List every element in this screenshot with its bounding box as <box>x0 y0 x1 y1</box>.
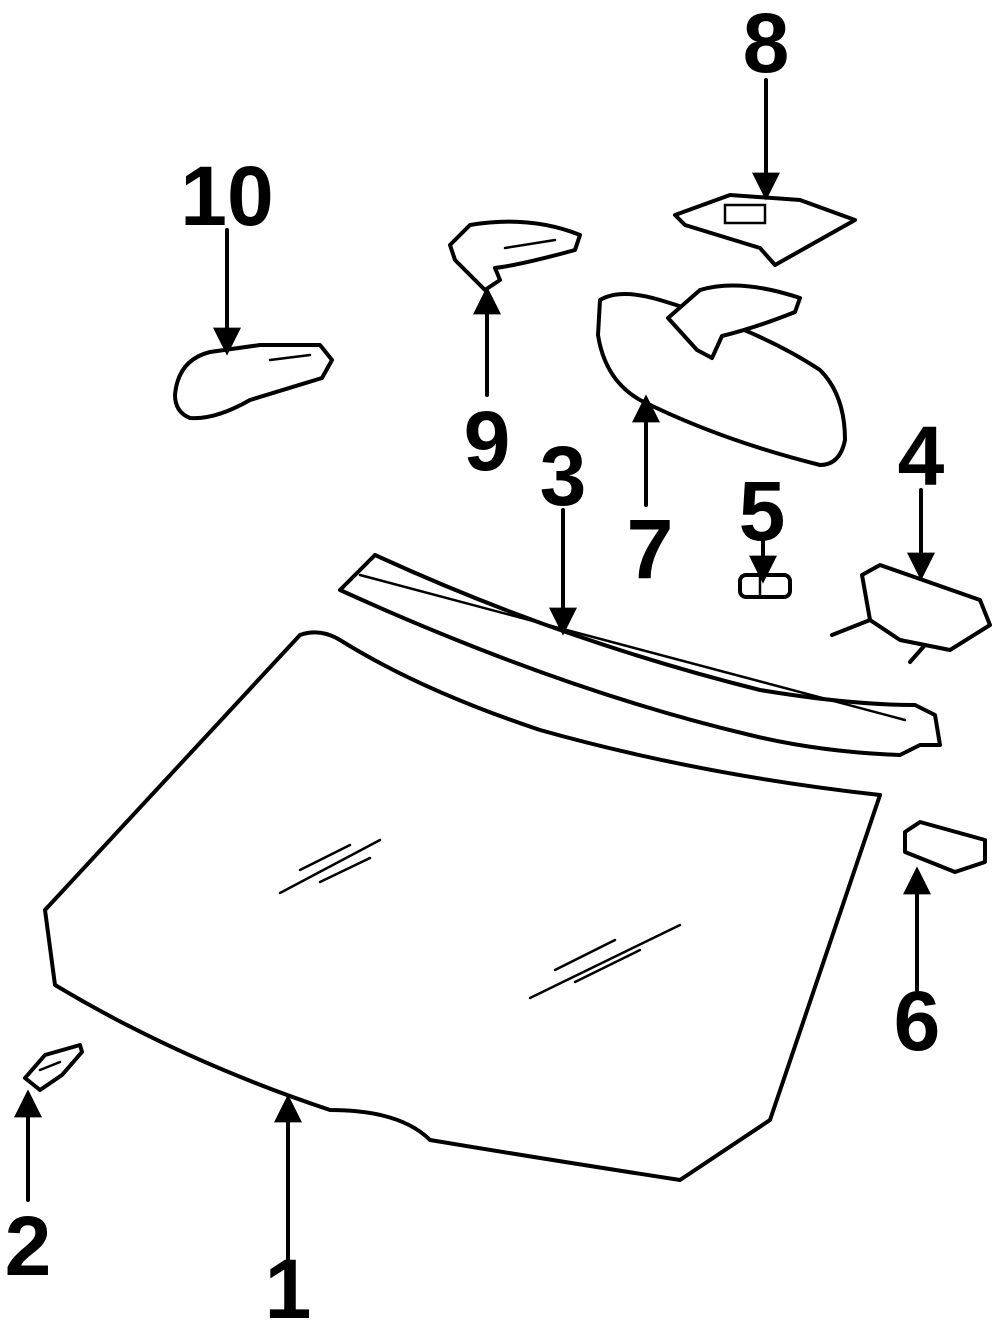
mirror-cover-part <box>173 343 334 421</box>
glass-reflection-marks <box>278 838 682 1000</box>
clip-part <box>23 1043 84 1092</box>
sensor-module-part <box>830 563 992 664</box>
callout-labels: 1 2 3 4 5 6 7 8 9 10 <box>5 0 945 1327</box>
callout-2: 2 <box>5 1199 52 1293</box>
callout-6: 6 <box>894 974 941 1068</box>
windshield-molding <box>338 553 942 757</box>
rear-view-mirror-part <box>596 283 847 467</box>
callout-9: 9 <box>464 394 511 488</box>
callout-7: 7 <box>627 502 674 596</box>
leader-arrows <box>13 78 935 1262</box>
callout-4: 4 <box>898 409 945 503</box>
callout-8: 8 <box>743 0 790 90</box>
callout-3: 3 <box>540 429 587 523</box>
windshield-glass <box>43 630 882 1182</box>
callout-10: 10 <box>180 149 273 243</box>
callout-5: 5 <box>739 464 786 558</box>
mirror-bracket-part <box>448 219 582 292</box>
callout-1: 1 <box>265 1242 312 1327</box>
block-part <box>903 820 987 874</box>
screw-part <box>738 573 792 599</box>
mounting-base-part <box>673 193 857 267</box>
